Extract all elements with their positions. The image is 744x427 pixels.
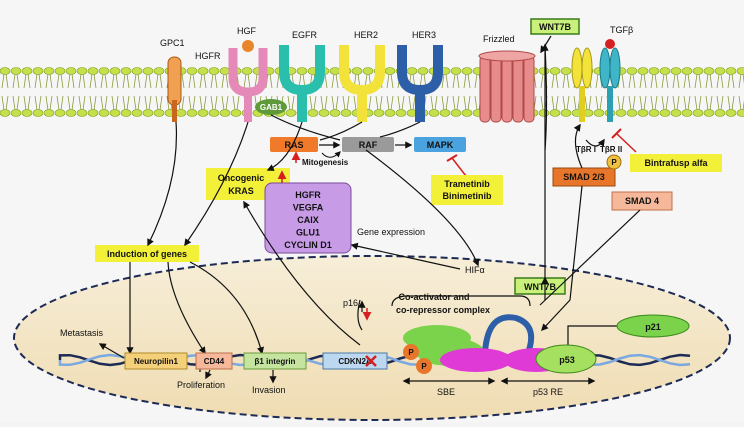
tbr1-label: TβR I — [576, 145, 596, 154]
mapk-box — [414, 137, 466, 152]
frizzled-label: Frizzled — [483, 34, 515, 44]
sbe-label: SBE — [437, 387, 455, 397]
nucleus — [13, 255, 731, 421]
target-gene-item: CYCLIN D1 — [284, 240, 332, 250]
signal-lines — [126, 43, 642, 372]
gab1-label: GAB1 — [260, 103, 283, 112]
coactivator-label-1: Co-activator and — [398, 292, 469, 302]
ras-box — [270, 137, 318, 152]
target-gene-item: CAIX — [297, 215, 319, 225]
p16-label: p16 — [343, 298, 358, 308]
metastasis-label: Metastasis — [60, 328, 104, 338]
target-gene-item: GLU1 — [296, 228, 320, 238]
coactivator-label-2: co-repressor complex — [396, 305, 490, 315]
smad23-label: SMAD 2/3 — [563, 172, 605, 182]
tgfb-receptor-1 — [571, 47, 593, 122]
her3-receptor — [397, 45, 443, 122]
mek-inhibitor-box — [431, 175, 503, 205]
hgfr-receptor — [228, 40, 268, 122]
raf-label: RAF — [359, 140, 378, 150]
wnt7b-label: WNT7B — [539, 22, 571, 32]
wnt7b-nuclear-box — [514, 277, 566, 295]
induction-label: Induction of genes — [107, 249, 187, 259]
trametinib-label: Trametinib — [444, 179, 490, 189]
p21-protein — [616, 314, 690, 338]
proliferation-label: Proliferation — [177, 380, 225, 390]
bintrafusp-label: Bintrafusp alfa — [644, 158, 708, 168]
bintrafusp-box — [630, 154, 722, 172]
smad23-box — [552, 167, 616, 187]
target-genes-box — [264, 182, 352, 254]
gene-expression-label: Gene expression — [357, 227, 425, 237]
mitogenesis-label: Mitogenesis — [302, 158, 349, 167]
ras-label: RAS — [284, 140, 303, 150]
cdkn2a-label: CDKN2A — [338, 357, 372, 366]
induction-box — [95, 245, 199, 262]
gpc1-receptor — [167, 56, 182, 122]
egfr-receptor — [279, 45, 325, 122]
coactivator-complex — [403, 314, 597, 374]
itgb1-gene — [243, 352, 307, 370]
gab1-protein — [255, 99, 287, 115]
tgfb-ligand — [605, 39, 615, 49]
complex-p-label-1: P — [408, 348, 414, 357]
bintrafusp-inhibit-bar — [611, 128, 622, 139]
hgf-label: HGF — [237, 26, 257, 36]
wnt7b-ligand — [530, 18, 580, 35]
tgfb-receptor-2 — [599, 47, 621, 122]
p53re-label: p53 RE — [533, 387, 563, 397]
p53-label: p53 — [559, 355, 575, 365]
tgfb-label: TGFβ — [610, 25, 633, 35]
invasion-label: Invasion — [252, 385, 286, 395]
oncogenic-label: Oncogenic — [218, 173, 265, 183]
her2-receptor — [339, 45, 385, 122]
hif-to-genes-arrow — [350, 242, 461, 270]
frizzled-receptor — [478, 50, 536, 123]
neuropilin1-label: Neuropilin1 — [134, 357, 179, 366]
gpc1-label: GPC1 — [160, 38, 185, 48]
raf-box — [342, 137, 394, 152]
egfr-label: EGFR — [292, 30, 318, 40]
hif-label: HIFα — [465, 265, 485, 275]
kras-label: KRAS — [228, 186, 254, 196]
her3-label: HER3 — [412, 30, 436, 40]
smad4-box — [611, 191, 673, 211]
itgb1-label: β1 integrin — [255, 357, 296, 366]
binimetinib-label: Binimetinib — [443, 191, 493, 201]
mek-inhibit-line — [451, 157, 467, 177]
target-gene-item: HGFR — [295, 190, 321, 200]
tbr-arrow — [585, 138, 605, 147]
wnt7b-nuclear-label: WNT7B — [524, 282, 556, 292]
bintrafusp-inhibit-line — [616, 133, 637, 153]
complex-p-label-2: P — [421, 362, 427, 371]
cd44-label: CD44 — [204, 357, 225, 366]
proliferation-arrow — [205, 369, 212, 380]
her2-label: HER2 — [354, 30, 378, 40]
tbr2-label: TβR II — [600, 145, 622, 154]
smad-phospho — [606, 154, 622, 170]
hgfr-label: HGFR — [195, 51, 221, 61]
raf-ras-feedback-arrow — [321, 151, 341, 158]
smad-phospho-label: P — [611, 158, 617, 167]
mapk-label: MAPK — [427, 140, 454, 150]
target-gene-item: VEGFA — [293, 203, 324, 213]
mek-inhibit-bar — [446, 154, 458, 162]
cd44-gene — [195, 352, 233, 370]
cdkn2a-deletion-x — [365, 355, 377, 367]
p21-label: p21 — [645, 322, 661, 332]
metastasis-arrow — [98, 343, 125, 359]
neuropilin1-gene — [124, 352, 188, 370]
cdkn2a-gene — [322, 352, 388, 370]
smad4-label: SMAD 4 — [625, 196, 659, 206]
